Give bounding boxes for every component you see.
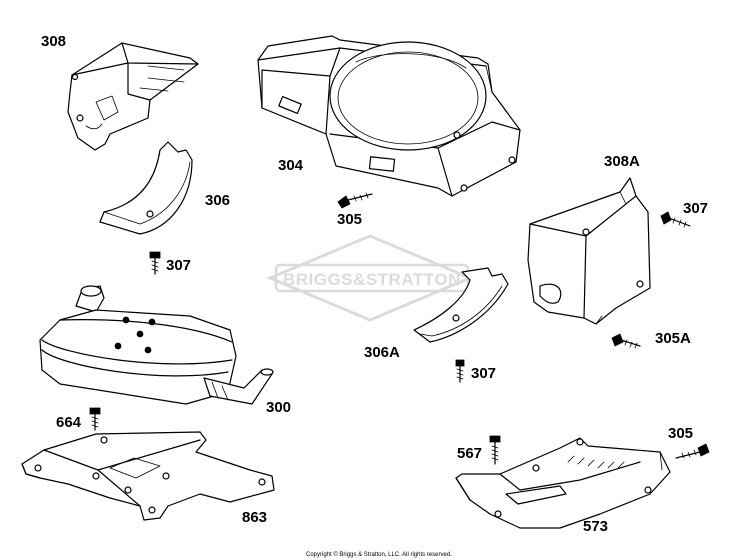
- screw-567: [489, 435, 501, 465]
- screw-307-left: [149, 251, 161, 275]
- label-307-center: 307: [471, 365, 496, 382]
- copyright-notice: Copyright © Briggs & Stratton, LLC. All …: [306, 551, 452, 558]
- part-573-deflector: [455, 437, 671, 529]
- label-308A: 308A: [604, 153, 640, 170]
- screw-305A: [611, 333, 641, 349]
- screw-307-center: [455, 359, 465, 383]
- part-306-baffle: [99, 141, 193, 235]
- part-863-plate: [21, 431, 275, 521]
- label-307-right: 307: [683, 200, 708, 217]
- screw-305-bottom: [675, 443, 710, 459]
- label-664: 664: [56, 414, 82, 431]
- screw-664: [89, 407, 101, 431]
- label-306A: 306A: [364, 344, 400, 361]
- watermark-text: BRIGGS&STRATTON: [283, 270, 461, 289]
- label-305-bottom: 305: [668, 425, 693, 442]
- label-305A: 305A: [655, 330, 691, 347]
- label-307-left: 307: [166, 257, 191, 274]
- label-300: 300: [266, 399, 291, 416]
- screw-305-top: [337, 192, 373, 209]
- label-308: 308: [41, 33, 66, 50]
- part-308-bracket: [67, 42, 199, 151]
- label-573: 573: [583, 518, 608, 535]
- part-300-muffler: [39, 285, 274, 405]
- briggs-stratton-watermark: BRIGGS&STRATTON: [266, 234, 474, 322]
- label-567: 567: [457, 445, 482, 462]
- part-308A-bracket: [527, 177, 651, 325]
- label-863: 863: [242, 509, 267, 526]
- part-304-blower-housing: [257, 35, 521, 197]
- label-304: 304: [278, 157, 304, 174]
- label-305-top: 305: [337, 211, 362, 228]
- label-306: 306: [205, 192, 230, 209]
- screw-307-right: [660, 211, 691, 228]
- part-306A-baffle: [413, 267, 509, 343]
